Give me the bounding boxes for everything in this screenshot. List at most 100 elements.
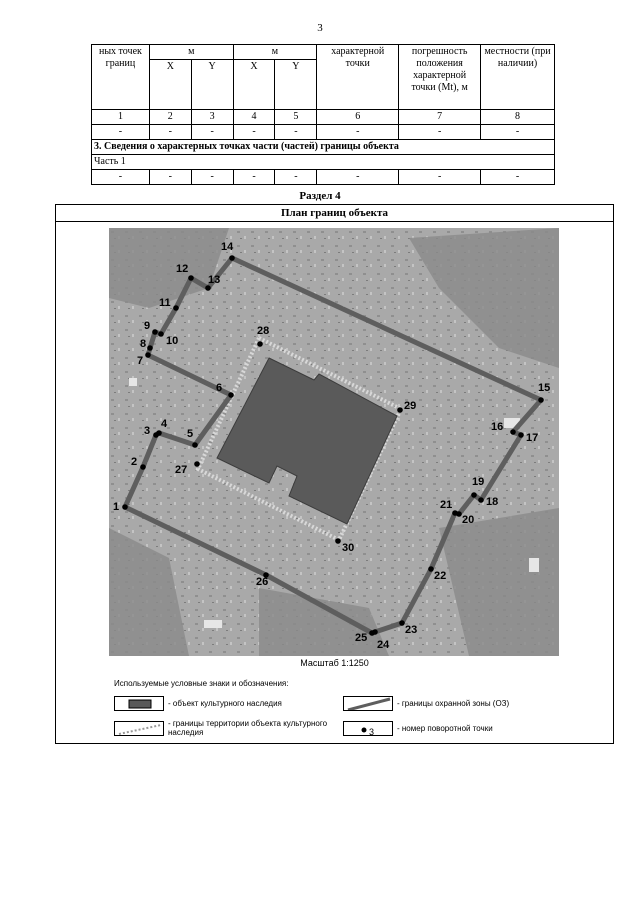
- table-cell: -: [232, 169, 276, 185]
- table-cell: 2: [148, 109, 192, 125]
- column-numbers-row: 1 2 3 4 5 6 7 8: [91, 109, 555, 125]
- turning-point-8: [147, 345, 153, 351]
- header-y2: Y: [274, 59, 318, 110]
- table-cell: -: [480, 169, 555, 185]
- table-cell: -: [190, 124, 234, 140]
- turning-point-22: [428, 566, 434, 572]
- plan-frame: План границ объекта: [55, 204, 614, 744]
- table-cell: -: [316, 124, 400, 140]
- turning-point-4: [156, 430, 162, 436]
- turning-point-23: [399, 620, 405, 626]
- turning-point-label-21: 21: [440, 499, 452, 511]
- header-points: ных точек границ: [91, 44, 150, 110]
- table-cell: -: [398, 169, 482, 185]
- turning-point-29: [397, 407, 403, 413]
- turning-point-label-3: 3: [144, 425, 150, 437]
- table-cell: -: [480, 124, 555, 140]
- header-unit-2: м: [232, 44, 318, 60]
- turning-point-18: [478, 497, 484, 503]
- legend-protection-zone: - границы охранной зоны (ОЗ): [397, 699, 510, 708]
- turning-point-label-8: 8: [140, 338, 146, 350]
- table-cell: -: [148, 124, 192, 140]
- legend-territory-boundary: - границы территории объекта культурного…: [168, 719, 328, 737]
- coordinates-table: ных точек границ м м характерной точки п…: [91, 44, 555, 185]
- turning-point-label-18: 18: [486, 496, 498, 508]
- turning-point-16: [510, 429, 516, 435]
- turning-point-label-19: 19: [472, 476, 484, 488]
- turning-point-label-29: 29: [404, 400, 416, 412]
- turning-point-label-14: 14: [221, 241, 234, 253]
- turning-point-label-24: 24: [377, 639, 390, 651]
- heritage-object-symbol: [114, 696, 164, 711]
- turning-point-label-30: 30: [342, 542, 354, 554]
- table-cell: -: [274, 169, 318, 185]
- table-row: - - - - - - - -: [91, 124, 555, 140]
- table-cell: -: [274, 124, 318, 140]
- terrain-shading: [109, 228, 559, 656]
- turning-point-7: [145, 352, 151, 358]
- protection-zone-symbol: [343, 696, 393, 711]
- turning-point-label-7: 7: [137, 355, 143, 367]
- turning-point-1: [122, 504, 128, 510]
- map-scale: Масштаб 1:1250: [300, 658, 369, 668]
- turning-point-17: [518, 432, 524, 438]
- turning-point-27: [194, 461, 200, 467]
- turning-point-label-15: 15: [538, 382, 550, 394]
- turning-point-label-9: 9: [144, 320, 150, 332]
- heritage-building: [216, 357, 398, 525]
- territory-boundary: [195, 335, 404, 543]
- plan-title: План границ объекта: [56, 205, 613, 222]
- turning-point-label-28: 28: [257, 325, 269, 337]
- turning-point-label-12: 12: [176, 263, 188, 275]
- table-cell: 3: [190, 109, 234, 125]
- turning-point-19: [471, 492, 477, 498]
- table-cell: 4: [232, 109, 276, 125]
- table-cell: -: [232, 124, 276, 140]
- turning-point-label-16: 16: [491, 421, 503, 433]
- turning-point-label-25: 25: [355, 632, 367, 644]
- header-unit-1: м: [148, 44, 234, 60]
- table-cell: 7: [398, 109, 482, 125]
- turning-point-label-22: 22: [434, 570, 446, 582]
- table-cell: -: [91, 124, 150, 140]
- territory-boundary-symbol: [114, 721, 164, 736]
- turning-point-sample: 3: [369, 727, 374, 736]
- table-cell: -: [190, 169, 234, 185]
- turning-point-label-10: 10: [166, 335, 178, 347]
- turning-point-15: [538, 397, 544, 403]
- table-row: - - - - - - - -: [91, 169, 555, 185]
- part-label: Часть 1: [91, 154, 555, 170]
- turning-point-label-23: 23: [405, 624, 417, 636]
- turning-point-10: [158, 331, 164, 337]
- turning-point-25: [369, 630, 375, 636]
- turning-point-label-11: 11: [159, 297, 171, 309]
- turning-point-28: [257, 341, 263, 347]
- turning-point-label-2: 2: [131, 456, 137, 468]
- turning-point-13: [205, 285, 211, 291]
- turning-point-26: [263, 572, 269, 578]
- turning-point-label-27: 27: [175, 464, 187, 476]
- legend-turning-point: - номер поворотной точки: [397, 724, 493, 733]
- turning-point-label-1: 1: [113, 501, 119, 513]
- section3-title: 3. Сведения о характерных точках части (…: [91, 139, 555, 155]
- page-number: 3: [317, 22, 323, 34]
- legend-title: Используемые условные знаки и обозначени…: [114, 679, 289, 688]
- turning-point-5: [192, 442, 198, 448]
- header-x1: X: [148, 59, 192, 110]
- section-title: Раздел 4: [299, 190, 341, 202]
- header-location: местности (при наличии): [480, 44, 555, 110]
- boundary-map: 1234567891011121314151617181920212223242…: [109, 228, 559, 656]
- terrain-highlights: [129, 378, 539, 628]
- table-cell: -: [316, 169, 400, 185]
- table-cell: 8: [480, 109, 555, 125]
- turning-point-14: [229, 255, 235, 261]
- turning-point-label-6: 6: [216, 382, 222, 394]
- turning-point-11: [173, 305, 179, 311]
- turning-point-symbol: 3: [343, 721, 393, 736]
- turning-point-30: [335, 538, 341, 544]
- turning-point-label-4: 4: [161, 418, 168, 430]
- turning-point-label-26: 26: [256, 576, 268, 588]
- turning-point-12: [188, 275, 194, 281]
- header-x2: X: [232, 59, 276, 110]
- legend-heritage-object: - объект культурного наследия: [168, 699, 282, 708]
